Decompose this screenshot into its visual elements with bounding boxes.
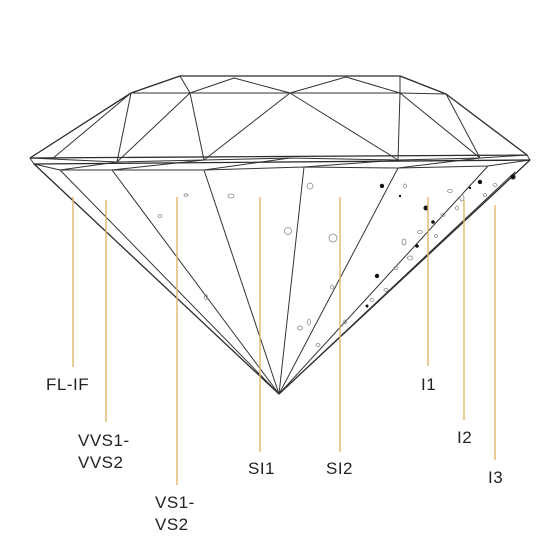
grade-label-fl-if: FL-IF: [46, 375, 90, 394]
grade-label-i3: I3: [488, 468, 504, 487]
grade-label-si1: SI1: [248, 459, 276, 478]
diamond-crown: [29, 75, 531, 171]
grade-label-i2: I2: [457, 428, 473, 447]
grade-label-i1: I1: [421, 375, 437, 394]
grade-label-vvs: VVS1- VVS2: [78, 431, 130, 472]
diamond-pavilion: [33, 159, 531, 395]
grade-label-vs: VS1- VS2: [155, 493, 195, 534]
inclusions: [157, 174, 516, 347]
grade-label-si2: SI2: [326, 459, 354, 478]
leader-lines: [72, 197, 496, 485]
